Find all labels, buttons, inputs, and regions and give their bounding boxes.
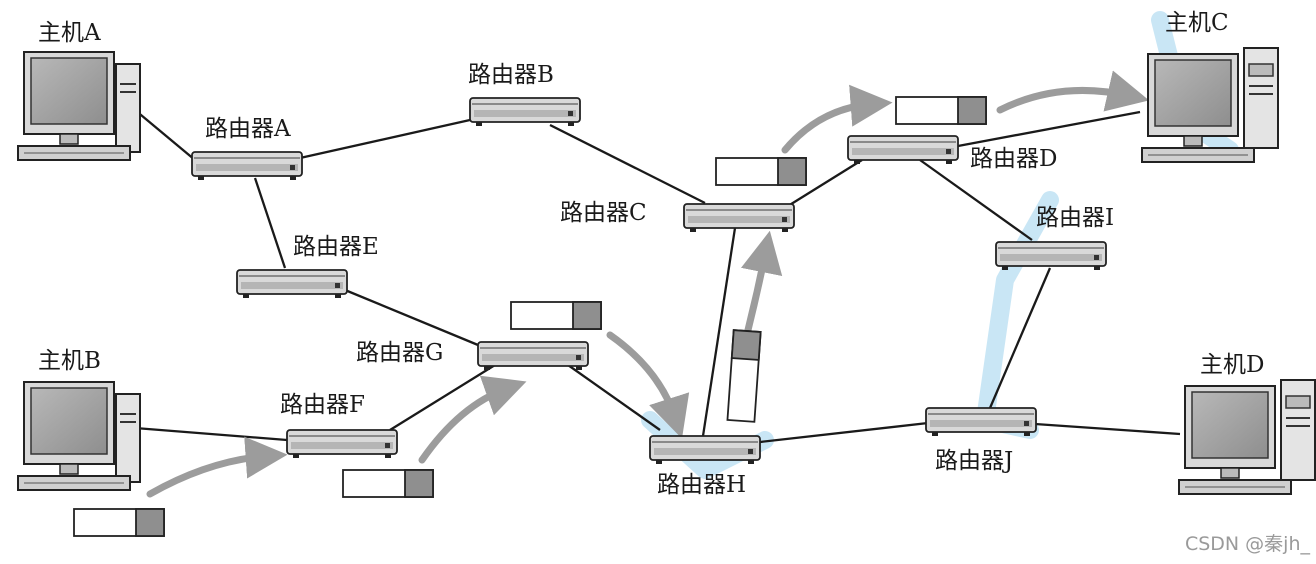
- flow-arrow-2: [418, 375, 527, 464]
- host-c-label: 主机C: [1165, 10, 1229, 36]
- link-routerE-routerG: [344, 288, 479, 347]
- host-b-computer: [17, 381, 141, 491]
- router-c-label: 路由器C: [560, 200, 647, 226]
- packet-4: [726, 329, 762, 423]
- link-routerG-routerF: [389, 364, 496, 431]
- host-d-computer: [1178, 379, 1316, 495]
- router-i-device: [995, 241, 1107, 271]
- router-g-label: 路由器G: [356, 340, 444, 366]
- link-hostB-routerF: [134, 426, 288, 442]
- packet-5: [715, 157, 807, 186]
- flow-arrow-6: [996, 70, 1150, 114]
- packet-6: [895, 96, 987, 125]
- router-c-device: [683, 203, 795, 233]
- link-routerB-routerC: [549, 123, 706, 205]
- packet-1: [73, 508, 165, 537]
- router-i-label: 路由器I: [1036, 205, 1115, 231]
- link-routerH-routerJ: [759, 421, 929, 444]
- link-routerJ-hostD: [1034, 422, 1181, 436]
- host-a-computer: [17, 51, 141, 161]
- router-j-device: [925, 407, 1037, 437]
- host-a-label: 主机A: [38, 20, 101, 46]
- host-d-label: 主机D: [1200, 352, 1265, 378]
- link-routerH-routerC: [701, 227, 737, 437]
- router-f-device: [286, 429, 398, 459]
- watermark: CSDN @秦jh_: [1184, 533, 1310, 555]
- router-d-label: 路由器D: [970, 146, 1058, 172]
- router-h-device: [649, 435, 761, 465]
- link-routerC-routerD: [787, 159, 863, 207]
- flow-arrow-5: [781, 84, 893, 154]
- flow-arrow-1: [146, 436, 288, 498]
- router-j-label: 路由器J: [935, 448, 1014, 474]
- host-b-label: 主机B: [38, 348, 101, 374]
- link-routerI-routerJ: [988, 267, 1052, 409]
- router-a-device: [191, 151, 303, 181]
- router-b-device: [469, 97, 581, 127]
- router-a-label: 路由器A: [205, 116, 291, 142]
- router-b-label: 路由器B: [468, 62, 554, 88]
- packet-flow-arrows: [146, 70, 1150, 498]
- router-d-device: [847, 135, 959, 165]
- router-h-label: 路由器H: [657, 472, 747, 498]
- packet-2: [342, 469, 434, 498]
- network-links: [134, 109, 1181, 444]
- packet-3: [510, 301, 602, 330]
- router-f-label: 路由器F: [280, 392, 365, 418]
- router-e-label: 路由器E: [293, 234, 379, 260]
- link-routerD-hostC: [957, 110, 1141, 148]
- flow-arrow-4: [741, 230, 783, 334]
- link-hostA-routerA: [134, 109, 196, 161]
- router-g-device: [477, 341, 589, 371]
- link-routerD-routerI: [919, 159, 1033, 241]
- link-routerA-routerE: [253, 177, 287, 269]
- link-routerA-routerB: [299, 118, 471, 160]
- router-e-device: [236, 269, 348, 299]
- link-routerG-routerH: [567, 364, 661, 431]
- flow-arrow-3: [606, 331, 690, 439]
